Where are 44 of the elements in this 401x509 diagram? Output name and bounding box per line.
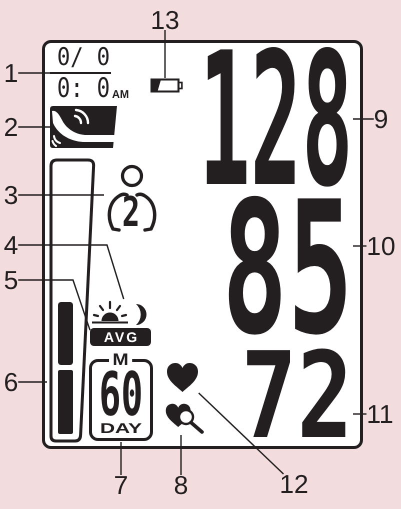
callout-number: 9 [374, 109, 388, 129]
lcd-number: 85 [222, 198, 353, 341]
callout-number: 10 [366, 236, 396, 256]
leader-line [353, 245, 366, 247]
leader-line [353, 413, 366, 415]
callout-number: 6 [4, 372, 18, 392]
bar-gauge [47, 157, 97, 444]
lcd-number: 72 [241, 350, 353, 443]
callout-number: 3 [4, 185, 18, 205]
hand-wave-icon [50, 106, 117, 148]
callout-number: 4 [4, 235, 18, 255]
am-indicator: AM [112, 91, 129, 100]
heart-icon [166, 362, 199, 393]
avg-indicator: AVG [90, 328, 151, 346]
date-digits: 0/ 0 [57, 47, 110, 66]
leader-line [18, 126, 50, 128]
user-number: 2 [122, 196, 140, 228]
day-count-digits: 60 [99, 372, 143, 419]
callout-number: 12 [280, 474, 308, 494]
callout-number: 1 [4, 63, 18, 83]
leader-line [18, 279, 91, 330]
lcd-screen [42, 40, 363, 449]
callout-number: 7 [114, 475, 128, 495]
leader-line [180, 435, 182, 475]
time-digits: 0: 0 [57, 78, 110, 99]
battery-icon [150, 78, 183, 93]
lcd-number: 128 [199, 49, 354, 193]
leader-line [353, 118, 374, 120]
memory-letter: M [109, 353, 132, 366]
leader-line [18, 72, 50, 74]
callout-number: 2 [4, 117, 18, 137]
callout-number: 11 [366, 404, 394, 424]
leader-line [18, 381, 47, 383]
callout-number: 5 [4, 270, 18, 290]
heart-magnifier-icon [165, 402, 206, 435]
callout-number: 13 [150, 10, 180, 30]
leader-line [18, 194, 104, 196]
day-label: DAY [100, 423, 142, 434]
leader-line [198, 392, 284, 474]
callout-number: 8 [174, 475, 188, 495]
leader-line [164, 30, 166, 78]
leader-line [120, 442, 122, 475]
sun-moon-icon [92, 299, 149, 326]
leader-line [18, 244, 124, 300]
